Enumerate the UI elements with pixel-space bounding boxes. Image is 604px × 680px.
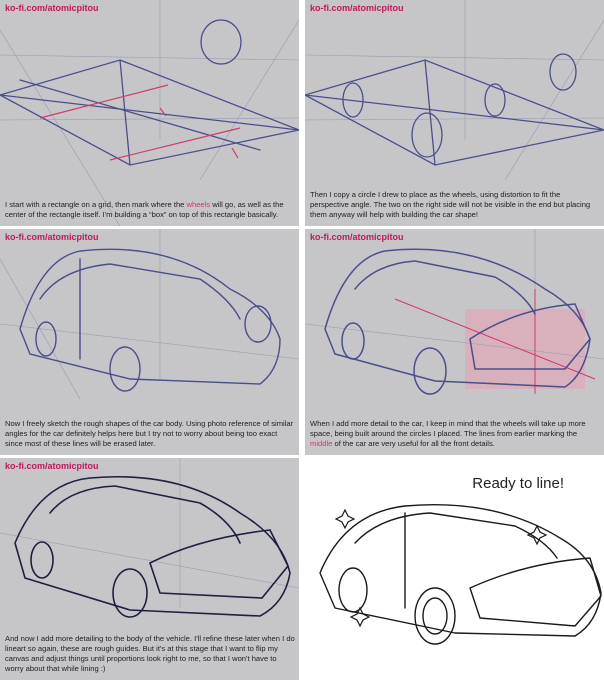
step-5-panel: ko-fi.com/atomicpitou And now I add more… [0,458,299,680]
credit-label: ko-fi.com/atomicpitou [5,232,99,242]
step-6-panel: Ready to line! [305,458,604,680]
step-3-panel: ko-fi.com/atomicpitou Now I freely sketc… [0,229,299,455]
step-4-caption: When I add more detail to the car, I kee… [310,419,586,448]
credit-label: ko-fi.com/atomicpitou [5,461,99,471]
refined-body-sketch [0,458,299,618]
wheels-highlight: wheels [186,200,211,209]
step-1-panel: ko-fi.com/atomicpitou I start with a rec… [0,0,299,226]
step-4-panel: ko-fi.com/atomicpitou When I add more de… [305,229,604,455]
step-2-caption: Then I copy a circle I drew to place as … [310,190,591,219]
step-5-caption: And now I add more detailing to the body… [5,634,295,673]
step-1-caption: I start with a rectangle on a grid, then… [5,200,284,219]
credit-label: ko-fi.com/atomicpitou [310,232,404,242]
wheel-placement-sketch [305,0,604,181]
step-3-caption: Now I freely sketch the rough shapes of … [5,419,294,448]
credit-label: ko-fi.com/atomicpitou [5,3,99,13]
rough-body-sketch [0,229,299,400]
ready-to-line-title: Ready to line! [472,475,564,492]
final-car-sketch [319,503,602,645]
grid-rectangle-sketch [0,0,299,226]
step-2-panel: ko-fi.com/atomicpitou Then I copy a circ… [305,0,604,226]
sparkle-icon [334,508,548,628]
middle-highlight: middle [310,439,333,448]
detail-sketch [305,229,604,395]
credit-label: ko-fi.com/atomicpitou [310,3,404,13]
